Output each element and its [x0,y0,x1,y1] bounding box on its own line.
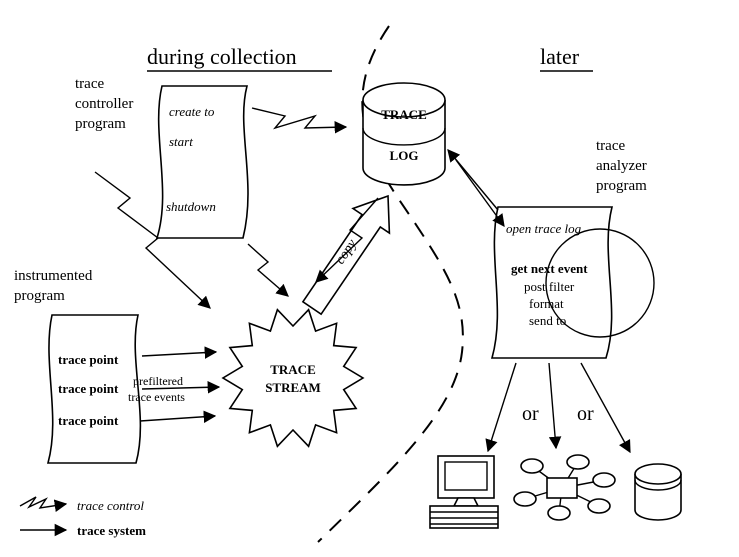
trace-log-cylinder: TRACE LOG [362,82,446,186]
legend-trace-control-label: trace control [77,498,144,513]
prefiltered-text-line2: trace events [128,390,185,404]
arrow-analyzer-to-workstation [485,362,517,453]
instrumented-label-line1: instrumented [14,268,93,284]
later-title: later [540,44,580,69]
arrow-analyzer-to-log [447,149,499,211]
arrow-tracepoint3-to-stream [139,410,217,424]
arrow-tracepoint1-to-stream [141,346,218,359]
network-node-5 [547,505,571,521]
arrow-tracepoint2-to-stream [141,380,221,394]
during-collection-title: during collection [147,44,297,69]
heading-later: later [540,44,593,72]
control-arrow-label-to-stream [94,171,211,309]
database-top [634,463,682,485]
legend-trace-system-label: trace system [77,523,146,538]
network-node-2 [566,454,590,470]
trace-stream-text-line2: STREAM [265,380,321,395]
network-node-6 [513,491,537,507]
trace-log-body [362,100,446,186]
instrumented-document-shape [46,314,142,464]
workstation-icon [429,455,499,529]
instrumented-label-line2: program [14,288,65,304]
analyzer-label-line2: analyzer [596,158,647,174]
database-body [634,474,682,521]
controller-document: create to start shutdown [155,85,249,239]
analyzer-label-line3: program [596,178,647,194]
trace-analyzer-label: trace analyzer program [596,138,647,194]
trace-stream-text-line1: TRACE [270,362,316,377]
network-node-3 [592,472,616,488]
controller-label-line1: trace [75,76,104,92]
controller-label-line2: controller [75,96,133,112]
trace-log-mid-arc [362,127,446,146]
controller-label-line3: program [75,116,126,132]
workstation-stand [452,497,480,507]
analyzer-open-text: open trace log [506,221,582,236]
trace-controller-label: trace controller program [75,76,133,132]
arrow-log-to-analyzer [455,159,505,228]
network-hub [546,477,578,499]
database-top-band [634,479,682,491]
legend-trace-control-arrow [19,496,68,512]
or-text-1: or [522,403,539,425]
analyzer-loop-circle [545,228,655,338]
instrumented-label: instrumented program [14,268,93,304]
arrow-analyzer-to-database [580,362,631,454]
analyzer-next-text: get next event [511,261,588,276]
copy-arrow-shape [301,194,391,316]
analyzer-document: open trace log get next event post filte… [490,206,655,359]
network-node-1 [520,458,544,474]
or-text-2: or [577,403,594,425]
prefiltered-text-line1: prefiltered [133,374,183,388]
workstation-monitor [437,455,495,499]
trace-log-text-log: LOG [390,148,419,163]
analyzer-document-shape [490,206,614,359]
workstation-screen [444,461,488,491]
analyzer-format-text: format [529,296,564,311]
instrumented-document: trace point trace point trace point [46,314,142,464]
analyzer-filter-text: post filter [524,279,575,294]
controller-create-text: create to [169,104,215,119]
trace-point-3-text: trace point [58,413,119,428]
database-icon [634,463,682,521]
trace-stream-shape [221,308,365,448]
analyzer-send-text: send to [529,313,566,328]
heading-during-collection: during collection [147,44,332,72]
control-arrow-log-to-stream [315,197,379,283]
trace-log-top [362,82,446,118]
arrow-analyzer-to-network [548,362,562,450]
copy-arrow: copy [301,194,391,316]
trace-stream-star: TRACE STREAM [221,308,365,448]
controller-document-shape [155,85,249,239]
network-node-4 [587,498,611,514]
trace-point-2-text: trace point [58,381,119,396]
network-icon [513,454,616,521]
controller-start-text: start [169,134,193,149]
trace-log-text-trace: TRACE [381,107,427,122]
controller-shutdown-text: shutdown [166,199,216,214]
control-arrow-controller-to-log [251,107,348,134]
analyzer-label-line1: trace [596,138,625,154]
prefiltered-label: prefiltered trace events [128,374,185,404]
legend: trace control trace system [19,496,146,538]
trace-point-1-text: trace point [58,352,119,367]
control-arrow-controller-to-stream [247,243,289,297]
